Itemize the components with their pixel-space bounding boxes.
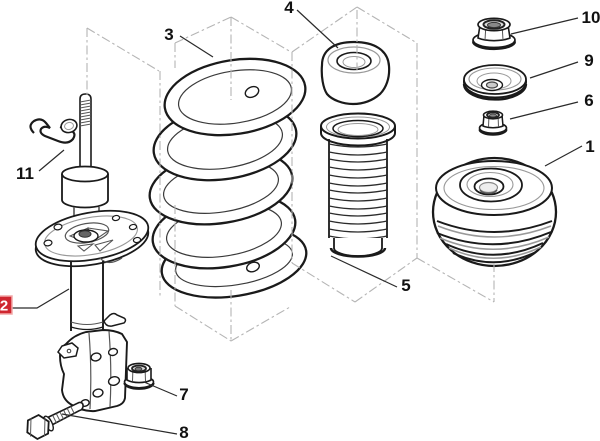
part-dust-boot	[320, 112, 396, 258]
callout-1-leader	[544, 145, 583, 167]
callout-11-label[interactable]: 11	[16, 164, 34, 183]
callout-11-leader	[38, 149, 65, 172]
callout-2-highlight-box	[0, 295, 13, 315]
part-coil-spring	[148, 57, 308, 299]
callout-11[interactable]: 11	[16, 149, 65, 183]
callout-8-label[interactable]: 8	[179, 423, 188, 441]
callout-9-leader	[529, 61, 579, 79]
callout-10[interactable]: 10	[510, 8, 600, 35]
callout-7-leader	[143, 381, 178, 397]
callout-6-label[interactable]: 6	[584, 91, 593, 110]
callout-3-leader	[179, 35, 214, 58]
callout-5-leader	[330, 255, 398, 288]
callout-3-label[interactable]: 3	[164, 25, 173, 44]
part-bump-stop-cap	[320, 40, 391, 106]
part-top-nut	[471, 17, 517, 51]
callout-5[interactable]: 5	[330, 255, 411, 295]
callout-7[interactable]: 7	[143, 381, 189, 404]
callout-6-leader	[509, 101, 579, 120]
part-small-nut	[478, 110, 508, 136]
callout-4-leader	[296, 9, 339, 49]
callout-10-leader	[510, 17, 579, 35]
callout-9-label[interactable]: 9	[584, 51, 593, 70]
part-bolt	[26, 401, 84, 441]
part-nut-7	[123, 362, 155, 390]
part-dished-washer	[462, 64, 528, 101]
callout-10-label[interactable]: 10	[582, 8, 600, 27]
callout-8-leader	[61, 413, 178, 435]
callout-2-label[interactable]: 2	[0, 298, 8, 315]
part-strut	[34, 93, 150, 413]
callout-8[interactable]: 8	[61, 413, 189, 441]
part-upper-mount	[431, 156, 558, 268]
part-retaining-clip	[29, 118, 78, 144]
callout-4-label[interactable]: 4	[284, 0, 294, 17]
callout-2-highlighted[interactable]: 2	[0, 288, 70, 315]
group-boundary-boot	[291, 6, 418, 303]
group-boundary-mount	[416, 257, 495, 303]
callout-2-leader	[12, 288, 70, 309]
callout-9[interactable]: 9	[529, 51, 594, 79]
callout-7-label[interactable]: 7	[179, 385, 188, 404]
callout-3[interactable]: 3	[164, 25, 214, 58]
callout-1-label[interactable]: 1	[585, 137, 594, 156]
callout-6[interactable]: 6	[509, 91, 594, 120]
group-boundary-spring	[174, 16, 292, 342]
callout-5-label[interactable]: 5	[401, 276, 410, 295]
callout-4[interactable]: 4	[284, 0, 339, 49]
callout-1[interactable]: 1	[544, 137, 595, 167]
group-boundary-strut	[86, 27, 161, 297]
